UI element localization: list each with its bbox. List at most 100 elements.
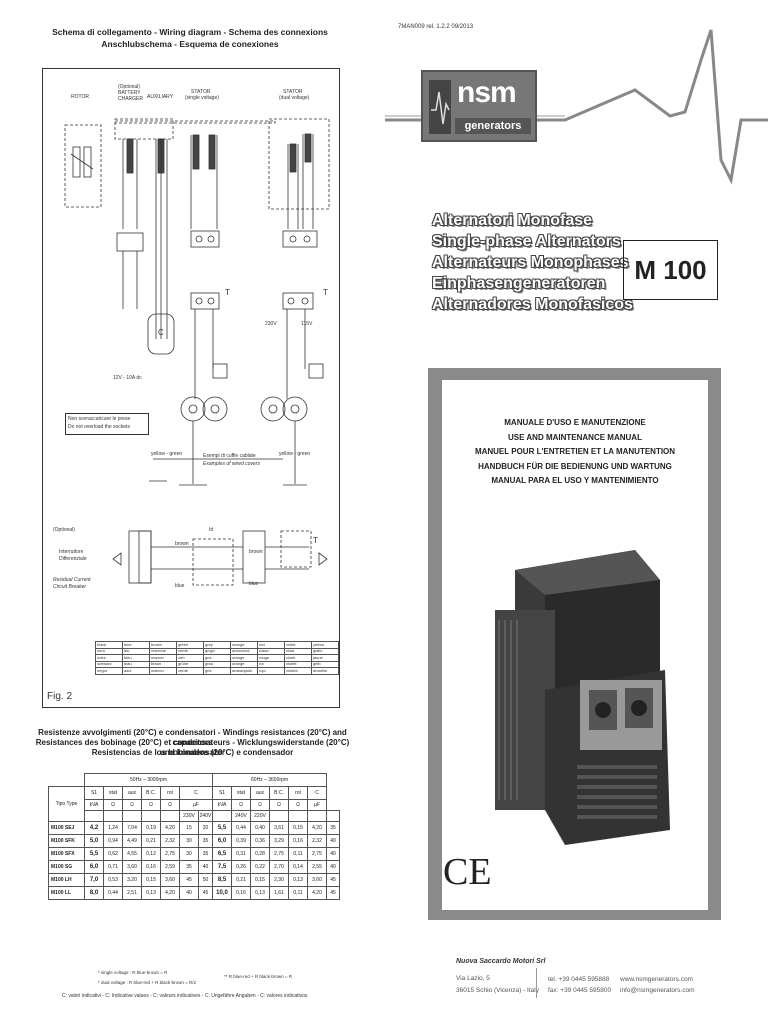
email-link[interactable]: info@nsmgenerators.com	[620, 987, 695, 994]
svg-text:ROTOR: ROTOR	[71, 94, 89, 100]
color-legend-cell: blue	[122, 641, 150, 649]
model-badge: M 100	[623, 240, 718, 300]
table-cell: 0,39	[231, 834, 251, 848]
table-cell: 2,51	[122, 886, 142, 900]
table-cell: 0,15	[141, 873, 161, 887]
spacer-cell	[103, 810, 123, 822]
table-cell: 30	[179, 834, 199, 848]
color-legend-cell: rosso	[257, 647, 285, 656]
table-cell: 0,44	[231, 821, 251, 835]
svg-text:T: T	[225, 288, 230, 297]
table-cell: 3,29	[269, 834, 289, 848]
logo-subtext: generators	[455, 118, 531, 134]
resistance-title-1: Resistenze avvolgimenti (20°C) e condens…	[38, 728, 347, 747]
wired-covers-it: Esempi di cuffie cablate	[203, 453, 256, 459]
svg-text:yellow - green: yellow - green	[279, 451, 310, 457]
table-cell: 0,12	[141, 847, 161, 861]
table-cell: 8,5	[212, 873, 232, 887]
color-legend-cell: noire	[95, 654, 123, 662]
volt-cell: 230V	[179, 810, 199, 822]
unit-cell: Ω	[250, 799, 270, 811]
color-legend-cell: black	[95, 641, 123, 649]
table-cell: 7,04	[122, 821, 142, 835]
unit-cell: µF	[179, 799, 213, 811]
table-cell: 5,0	[84, 834, 104, 848]
unit-cell: Ω	[288, 799, 308, 811]
table-cell: 10,0	[212, 886, 232, 900]
column-header: B.C.	[269, 786, 289, 800]
table-cell: 2,75	[307, 847, 327, 861]
table-cell: 5,5	[84, 847, 104, 861]
table-cell: 4,20	[307, 886, 327, 900]
table-cell: 0,13	[141, 886, 161, 900]
table-cell: 6,0	[84, 860, 104, 874]
manual-it: MANUALE D'USO E MANUTENZIONE	[504, 418, 646, 427]
table-cell: 3,60	[160, 873, 180, 887]
table-cell: 4,2	[84, 821, 104, 835]
color-legend-cell: orange	[230, 654, 258, 662]
table-cell: 6,5	[212, 847, 232, 861]
column-header: B.C.	[141, 786, 161, 800]
table-cell: 45	[326, 873, 340, 887]
table-cell: 0,13	[288, 873, 308, 887]
table-cell: 2,70	[269, 860, 289, 874]
volt-cell: 240V	[198, 810, 213, 822]
color-legend-cell: negro	[95, 667, 123, 675]
color-legend-cell: arancione	[230, 647, 258, 656]
color-legend-cell: viola	[284, 647, 312, 656]
manual-titles: MANUALE D'USO E MANUTENZIONE USE AND MAI…	[442, 416, 708, 489]
color-legend-cell: vert	[176, 654, 204, 662]
spacer-cell	[269, 810, 289, 822]
table-cell: 2,75	[269, 847, 289, 861]
table-cell: 45	[198, 886, 213, 900]
title-fr: Alternateurs Monophases	[432, 254, 629, 271]
table-cell: 4,20	[307, 821, 327, 835]
title-es: Alternadores Monofasicos	[432, 296, 633, 313]
table-cell: 3,20	[122, 873, 142, 887]
table-cell: 0,21	[141, 834, 161, 848]
svg-text:Differenziale: Differenziale	[59, 556, 87, 562]
table-cell: 35	[198, 834, 213, 848]
svg-text:STATOR: STATOR	[191, 89, 211, 95]
color-legend-cell: jaune	[311, 654, 339, 662]
svg-text:BATTERY: BATTERY	[118, 90, 141, 96]
color-legend-cell: red	[257, 641, 285, 649]
table-cell: 35	[326, 821, 340, 835]
table-cell: 0,31	[231, 847, 251, 861]
unit-cell: Ω	[141, 799, 161, 811]
color-legend-cell: gris	[203, 667, 231, 675]
color-legend-cell: rot	[257, 660, 285, 669]
table-cell: 20	[198, 821, 213, 835]
table-cell: 8,0	[84, 886, 104, 900]
model-type: M100 SG	[48, 860, 85, 874]
column-header: C	[179, 786, 213, 800]
svg-text:(single voltage): (single voltage)	[185, 95, 219, 101]
table-cell: 5,5	[212, 821, 232, 835]
wiring-title-1: Schema di collegamento - Wiring diagram …	[52, 27, 328, 37]
fax: fax: +39 0445 595800	[548, 987, 612, 994]
color-legend-cell: grigio	[203, 647, 231, 656]
table-cell: 40	[179, 886, 199, 900]
manual-de: HANDBUCH FÜR DIE BEDIENUNG UND WARTUNG	[478, 461, 672, 471]
svg-text:Circuit Breaker: Circuit Breaker	[53, 584, 86, 590]
color-legend-cell: grüne	[176, 660, 204, 669]
address-1: Via Lazio, 5	[456, 975, 490, 982]
color-legend-cell: verde	[176, 647, 204, 656]
product-titles: Alternatori Monofase Single-phase Altern…	[432, 210, 633, 315]
unit-cell: µF	[307, 799, 327, 811]
table-cell: 0,16	[141, 860, 161, 874]
svg-text:yellow - green: yellow - green	[151, 451, 182, 457]
color-legend-cell: nero	[95, 647, 123, 656]
wiring-title-2: Anschlubschema - Esquema de conexiones	[101, 39, 279, 49]
color-legend-cell: violet	[284, 641, 312, 649]
table-cell: 30	[179, 847, 199, 861]
unit-cell: Ω	[269, 799, 289, 811]
website-link[interactable]: www.nsmgenerators.com	[620, 976, 693, 983]
